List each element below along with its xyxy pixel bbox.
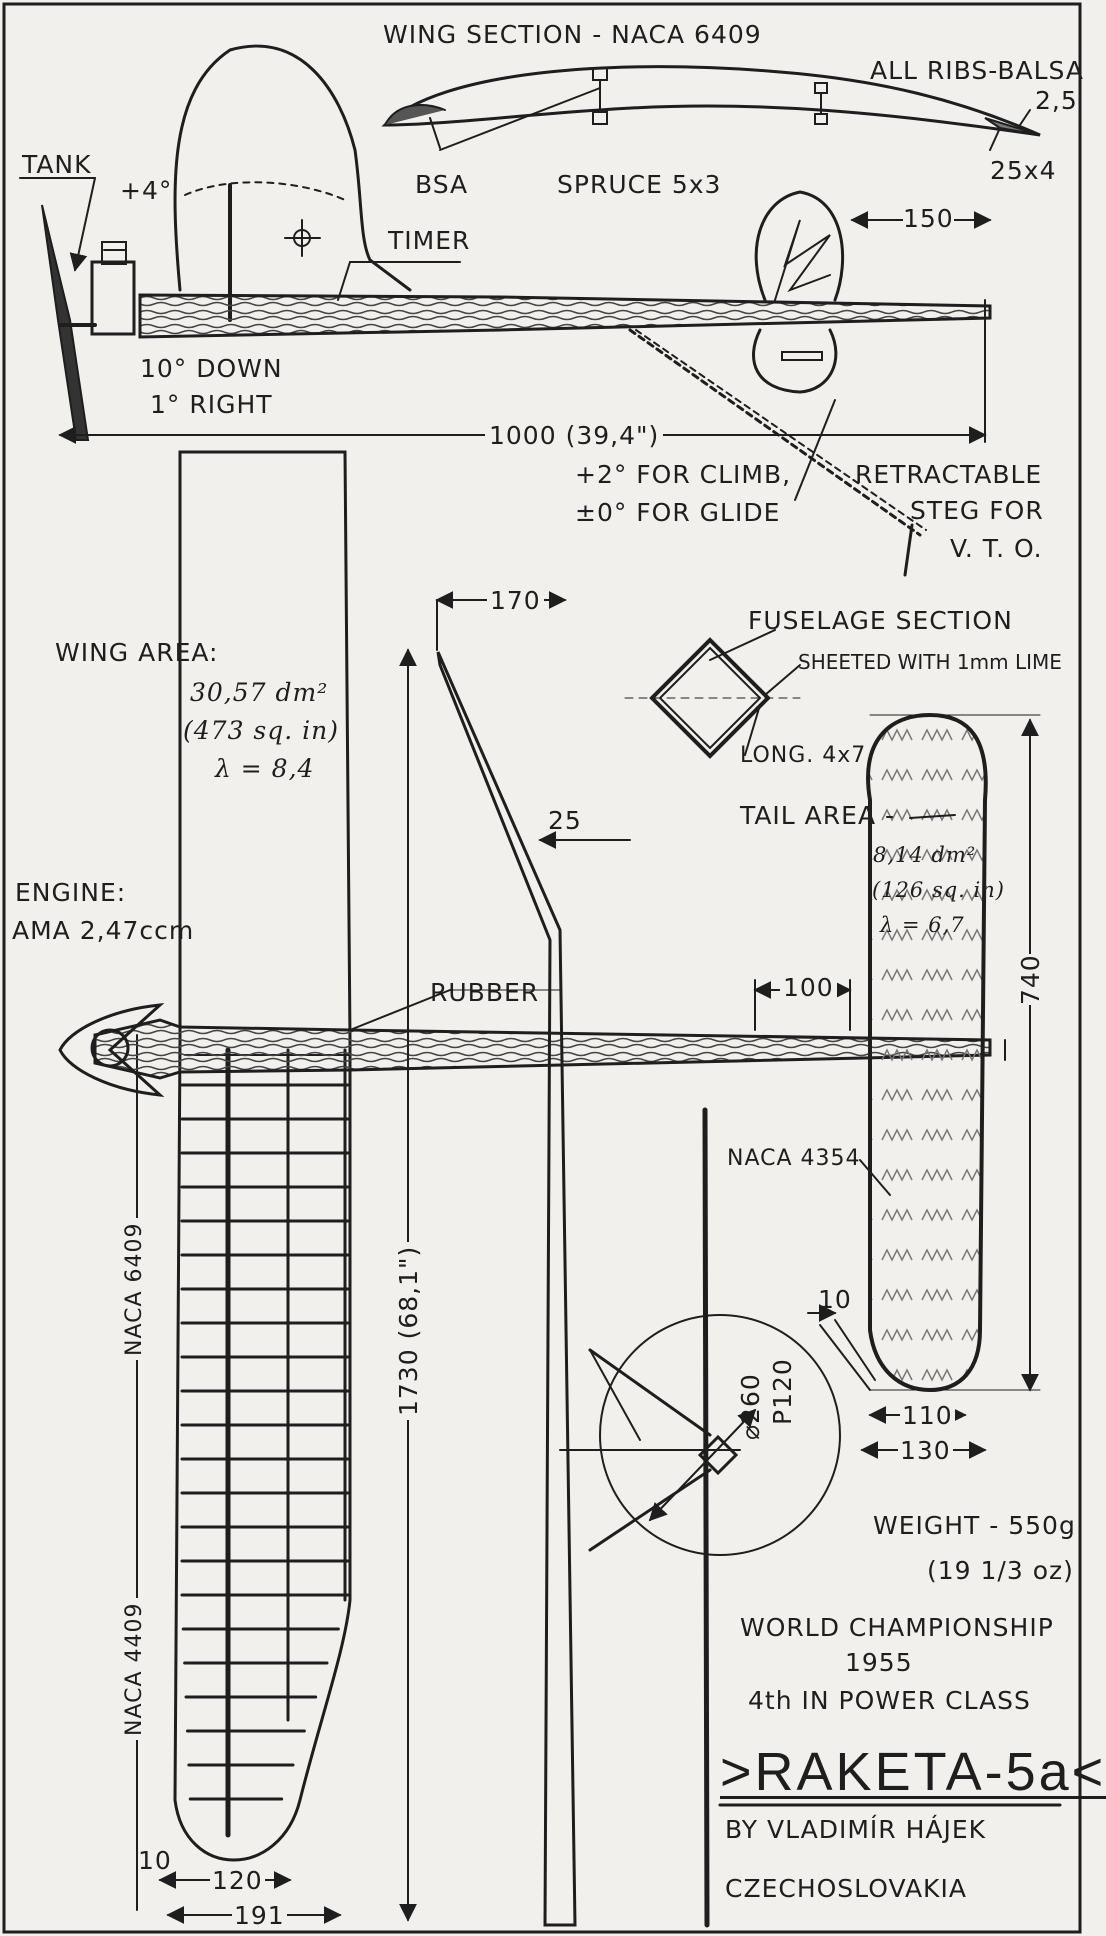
spruce-label: SPRUCE 5x3	[557, 170, 722, 199]
tank-label: TANK	[22, 150, 92, 179]
steg-line-2: STEG FOR	[910, 496, 1044, 525]
championship-label: WORLD CHAMPIONSHIP	[740, 1613, 1054, 1642]
wing-aspect-ratio: λ = 8,4	[215, 754, 315, 783]
tail-span-dim: 740	[1016, 954, 1045, 1005]
tailplane-plan	[753, 712, 1041, 1459]
tail-climb: +2° FOR CLIMB,	[575, 460, 792, 489]
weight-label: WEIGHT - 550g	[873, 1511, 1076, 1540]
tail-area-imperial: (126 sq. in)	[872, 878, 1005, 902]
wing-tip-10: 10	[138, 1846, 172, 1875]
weight-oz: (19 1/3 oz)	[927, 1556, 1074, 1585]
tip-chord-dim: 25	[548, 806, 582, 835]
tail-outer-dim: 130	[898, 1436, 953, 1465]
wing-incidence: +4°	[120, 176, 173, 205]
wing-plan	[136, 450, 352, 1924]
championship-year: 1955	[845, 1648, 913, 1677]
side-view	[19, 44, 992, 577]
prop-pitch: P120	[768, 1358, 797, 1425]
steg-line-3: V. T. O.	[950, 534, 1043, 563]
fuselage-sheeting: SHEETED WITH 1mm LIME	[798, 650, 1062, 674]
length-dim: 1000 (39,4")	[485, 423, 664, 448]
fuselage-longerons: LONG. 4x7	[740, 743, 867, 768]
tail-distance-dim: 100	[780, 975, 837, 1000]
thrust-down: 10° DOWN	[140, 354, 283, 383]
span-dim: 1730 (68,1")	[394, 1241, 423, 1420]
tail-chord-offset: 10	[818, 1285, 852, 1314]
wing-area-imperial: (473 sq. in)	[183, 716, 339, 745]
stab-dim: 150	[903, 204, 954, 233]
propeller-diagram	[559, 1107, 841, 1928]
trailing-edge-dim: 25x4	[990, 156, 1057, 185]
naca-tail: NACA 4354	[727, 1146, 861, 1171]
placement-label: 4th IN POWER CLASS	[748, 1686, 1031, 1715]
ribs-thickness: 2,5	[1035, 86, 1078, 115]
bsa-label: BSA	[415, 170, 469, 199]
wing-area-label: WING AREA:	[55, 638, 219, 667]
wing-root-191: 191	[232, 1901, 287, 1930]
wing-tip-120: 120	[210, 1866, 265, 1895]
wing-front-view	[399, 591, 631, 1927]
wing-section-profile	[381, 65, 1041, 151]
wing-section-title: WING SECTION - NACA 6409	[383, 20, 762, 49]
sweep-dim: 170	[487, 588, 544, 613]
ribs-note: ALL RIBS-BALSA	[870, 56, 1084, 85]
tail-aspect-ratio: λ = 6,7	[880, 913, 965, 937]
wing-area-metric: 30,57 dm²	[190, 678, 329, 707]
rubber-label: RUBBER	[430, 978, 540, 1007]
engine-model: AMA 2,47ccm	[12, 916, 195, 945]
country-label: CZECHOSLOVAKIA	[725, 1874, 967, 1903]
tail-area-metric: 8,14 dm²	[873, 843, 977, 867]
author-label: BY VLADIMÍR HÁJEK	[725, 1815, 987, 1844]
steg-line-1: RETRACTABLE	[855, 460, 1043, 489]
fuselage-section	[624, 629, 801, 759]
tail-glide: ±0° FOR GLIDE	[575, 498, 781, 527]
engine-label: ENGINE:	[15, 878, 127, 907]
naca-root: NACA 6409	[122, 1218, 147, 1360]
tail-area-label: TAIL AREA -	[740, 801, 896, 830]
tail-inner-dim: 110	[900, 1401, 955, 1430]
prop-diameter: ⌀260	[736, 1373, 765, 1440]
fuselage-section-title: FUSELAGE SECTION	[748, 606, 1013, 635]
naca-tip: NACA 4409	[122, 1598, 147, 1740]
thrust-right: 1° RIGHT	[150, 390, 273, 419]
model-title: >RAKETA-5a<	[720, 1742, 1106, 1802]
timer-label: TIMER	[388, 226, 471, 255]
